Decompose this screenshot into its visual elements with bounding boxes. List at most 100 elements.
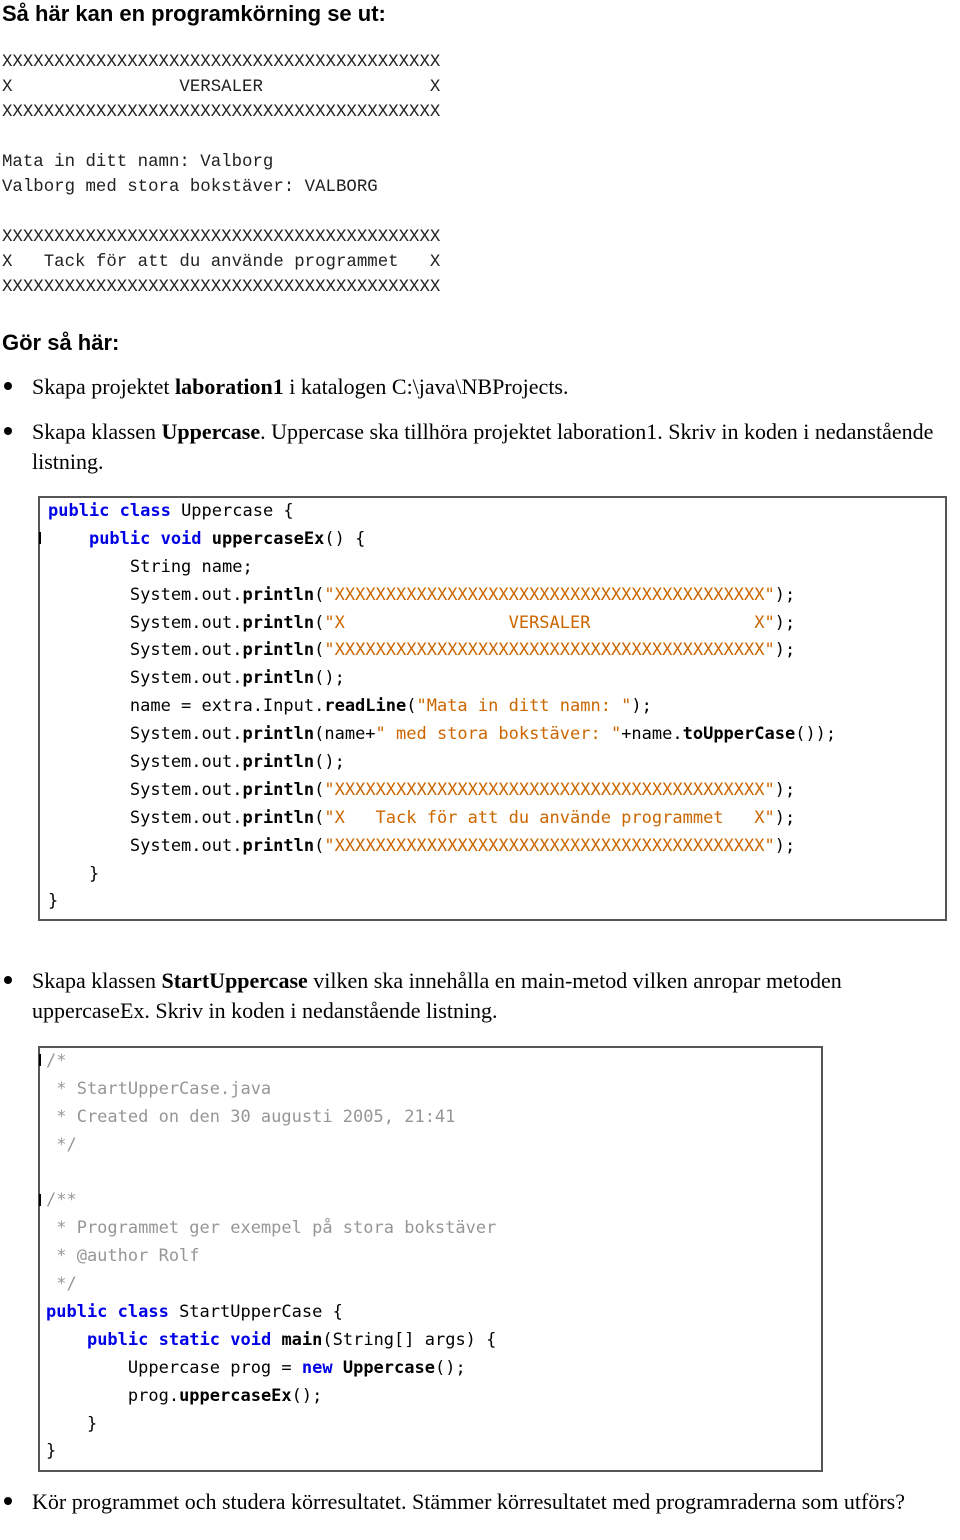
code-comment: * Programmet ger exempel på stora bokstä… [46,1218,497,1239]
code-string: "XXXXXXXXXXXXXXXXXXXXXXXXXXXXXXXXXXXXXXX… [324,835,775,856]
code-line: public void uppercaseEx() { [48,526,836,554]
code-text: StartUpperCase { [168,1302,343,1323]
code-listing-uppercase: public class Uppercase { public void upp… [38,496,947,1374]
console-line: XXXXXXXXXXXXXXXXXXXXXXXXXXXXXXXXXXXXXXXX… [2,278,441,297]
bullet-bold: StartUppercase [161,968,308,993]
code-text: ); [774,835,796,856]
code-text: ( [314,807,325,828]
code-keyword: new [301,1357,333,1378]
bullet-create-project: Skapa projektet laboration1 i katalogen … [4,372,956,402]
bullet-text: Kör programmet och studera körresultatet… [32,1489,905,1514]
code-text: name = extra.Input. [48,696,325,717]
code-text: ( [314,640,325,661]
code-text: (String[] args) { [322,1329,497,1350]
code-string: "XXXXXXXXXXXXXXXXXXXXXXXXXXXXXXXXXXXXXXX… [324,584,775,605]
console-line: Valborg med stora bokstäver: VALBORG [2,178,378,197]
code-string: "X VERSALER X" [324,612,775,633]
code-line: name = extra.Input.readLine("Mata in dit… [48,693,836,721]
code-line: * Created on den 30 augusti 2005, 21:41 [46,1104,496,1132]
code-text: (); [314,668,345,689]
code-text: ); [774,640,796,661]
code-text: ( [314,612,325,633]
bullet-text: . Uppercase ska tillhöra projektet labor… [32,419,934,474]
bullet-text: Skapa klassen [32,419,162,444]
bullet-text: Skapa klassen [32,968,162,993]
code-text: } [46,1413,98,1434]
code-method: println [242,807,315,828]
console-output: XXXXXXXXXXXXXXXXXXXXXXXXXXXXXXXXXXXXXXXX… [2,50,440,300]
code-line: System.out.println("XXXXXXXXXXXXXXXXXXXX… [48,637,836,665]
code-text: Uppercase prog = [46,1357,302,1378]
code-listing-startuppercase: /* * StartUpperCase.java * Created on de… [38,1046,823,1472]
console-line: XXXXXXXXXXXXXXXXXXXXXXXXXXXXXXXXXXXXXXXX… [2,228,441,247]
code-comment: * StartUpperCase.java [46,1078,272,1099]
code-string: " med stora bokstäver: " [375,724,622,745]
bullet-text: Skapa projektet [32,374,175,399]
code-method: println [242,779,315,800]
code-fold-markers [39,498,43,1374]
code-comment: */ [46,1134,77,1155]
code-line: */ [46,1271,496,1299]
code-line: System.out.println("XXXXXXXXXXXXXXXXXXXX… [48,833,836,861]
code-method: println [242,584,315,605]
code-text: ); [631,696,652,717]
code-method: println [242,640,315,661]
code-text: ()); [795,724,837,745]
code-text: Uppercase { [170,501,294,521]
code-text: prog. [46,1385,180,1406]
bullet-create-class-startuppercase: Skapa klassen StartUppercase vilken ska … [4,966,956,1025]
code-fold-markers [39,1048,43,1470]
code-text: ( [314,584,325,605]
code-text: +name. [621,724,683,745]
code-line: */ [46,1132,496,1160]
code-text: (); [291,1385,323,1406]
code-method: readLine [324,696,407,717]
code-text: System.out. [48,668,243,689]
code-lines: public class Uppercase { public void upp… [48,498,836,916]
code-keyword: public static void [86,1329,272,1350]
code-keyword: public class [46,1302,169,1323]
bullet-create-class-uppercase: Skapa klassen Uppercase. Uppercase ska t… [4,417,956,476]
console-line: XXXXXXXXXXXXXXXXXXXXXXXXXXXXXXXXXXXXXXXX… [2,103,441,122]
code-line: * @author Rolf [46,1243,496,1271]
code-line: } [46,1438,496,1466]
code-string: "X Tack för att du använde programmet X" [324,807,775,828]
code-method: println [242,668,315,689]
code-line: System.out.println(name+" med stora boks… [48,721,836,749]
console-line: X VERSALER X [2,78,441,97]
code-text: } [48,891,59,912]
code-method: println [242,835,315,856]
code-line [46,1160,496,1188]
code-line: public static void main(String[] args) { [46,1327,496,1355]
bullet-text: i katalogen C:\java\NBProjects. [283,374,569,399]
code-text: System.out. [48,640,243,661]
code-method: println [242,612,315,633]
code-line: System.out.println(); [48,665,836,693]
code-text: ); [774,807,796,828]
code-text: System.out. [48,724,243,745]
code-comment: /* [46,1051,67,1071]
code-method: toUpperCase [682,724,796,745]
code-method: println [242,724,315,745]
code-text: (name+ [314,724,376,745]
bullet-text: vilken ska innehålla en main-metod vilke… [32,968,842,1023]
code-lines: /* * StartUpperCase.java * Created on de… [46,1048,496,1466]
code-text: ); [774,584,796,605]
code-text: System.out. [48,584,243,605]
code-keyword: public class [48,501,171,521]
code-line: } [48,888,836,916]
code-method: Uppercase [342,1357,435,1378]
bullet-bold: laboration1 [174,374,284,399]
code-text: System.out. [48,779,243,800]
heading-program-run: Så här kan en programkörning se ut: [2,1,386,26]
code-text: (); [434,1357,466,1378]
code-line: prog.uppercaseEx(); [46,1383,496,1411]
code-string: "Mata in ditt namn: " [416,696,632,717]
code-comment: /** [46,1190,77,1211]
code-line: System.out.println("XXXXXXXXXXXXXXXXXXXX… [48,777,836,805]
code-text: } [48,863,100,884]
code-line: public class StartUpperCase { [46,1299,496,1327]
code-keyword: public void [88,528,202,549]
code-string: "XXXXXXXXXXXXXXXXXXXXXXXXXXXXXXXXXXXXXXX… [324,640,775,661]
code-text [48,529,89,549]
